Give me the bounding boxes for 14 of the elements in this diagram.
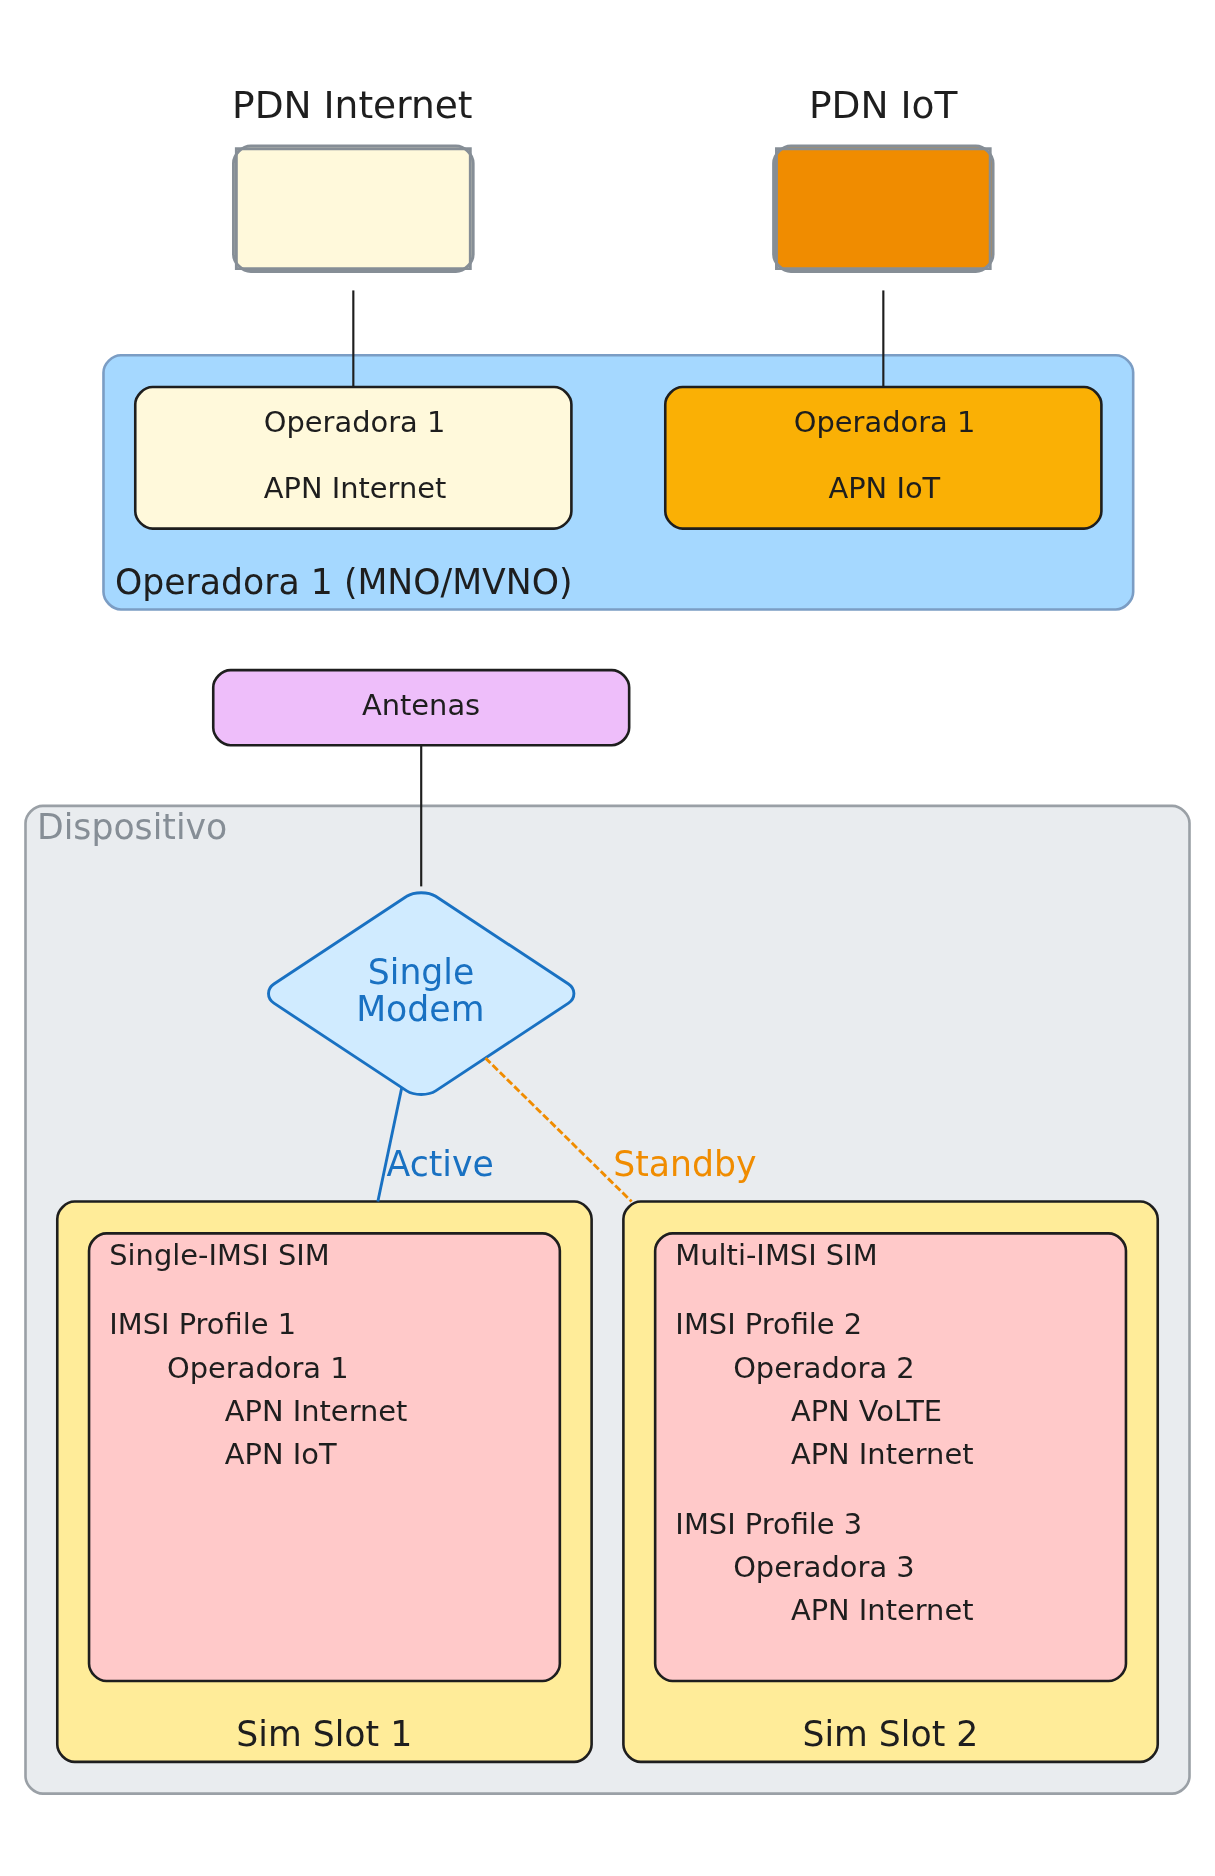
connector bbox=[376, 1087, 404, 1202]
node-label: PDN Internet bbox=[232, 83, 473, 128]
node-box: Operadora 1 APN Internet bbox=[133, 385, 573, 530]
connector bbox=[352, 290, 355, 387]
node-box: Multi-IMSI SIM IMSI Profile 2 Operadora 2 APN VoLTE APN Internet IMSI Profile 3 Operadora 3 APN Internet bbox=[653, 1232, 1128, 1683]
connector bbox=[420, 745, 423, 887]
node-box: Operadora 1 APN IoT bbox=[663, 385, 1103, 530]
node-box: Single-IMSI SIM IMSI Profile 1 Operadora 1 APN Internet APN IoT bbox=[87, 1232, 562, 1683]
node-box: Antenas bbox=[211, 668, 631, 747]
edge-label: Active bbox=[386, 1143, 494, 1184]
connector bbox=[882, 290, 885, 387]
edge-label: Standby bbox=[613, 1143, 757, 1184]
node-label: PDN IoT bbox=[808, 83, 958, 128]
connector bbox=[484, 1057, 633, 1203]
